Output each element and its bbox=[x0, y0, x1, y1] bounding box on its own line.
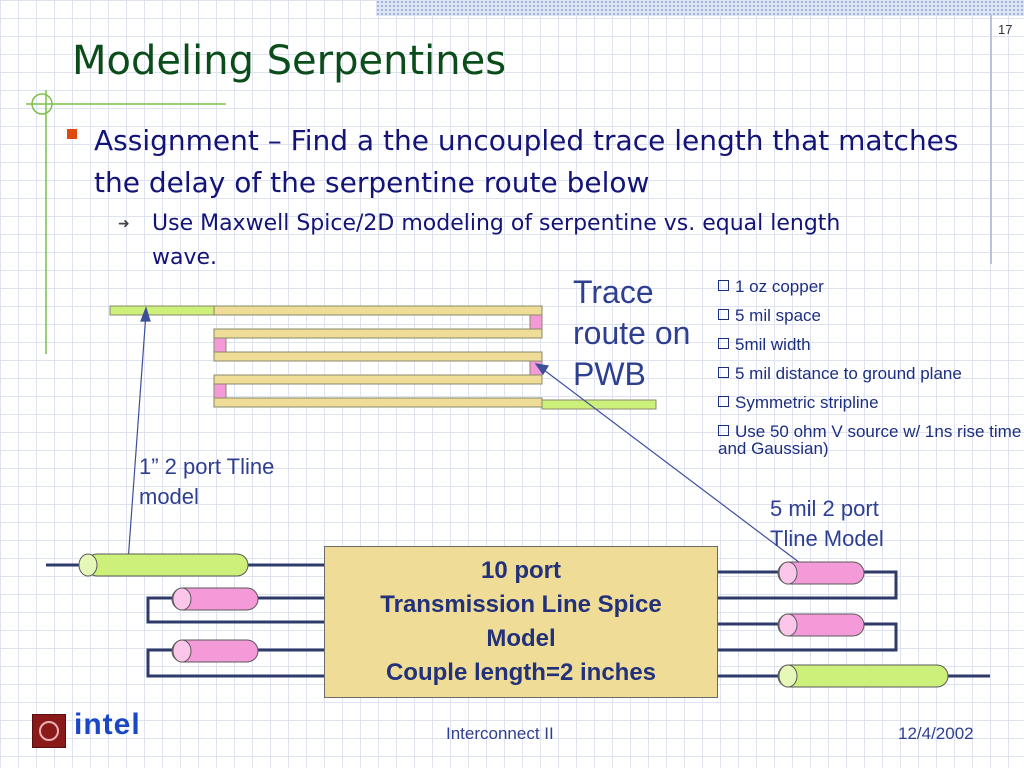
checkbox-icon bbox=[718, 309, 729, 320]
checkbox-icon bbox=[718, 425, 729, 436]
trace-bend-right-1 bbox=[529, 314, 543, 330]
main-bullet-text: Assignment – Find a the uncoupled trace … bbox=[94, 124, 959, 199]
tline-5mil-cylinder-right-1 bbox=[777, 561, 865, 585]
trace-bend-left-1 bbox=[213, 337, 227, 353]
university-seal-logo bbox=[32, 714, 66, 748]
model-box-line: Transmission Line Spice bbox=[380, 591, 662, 618]
square-bullet-icon bbox=[67, 129, 77, 139]
model-box-line: 10 port bbox=[480, 557, 561, 584]
tline-5mil-label: 5 mil 2 port Tline Model bbox=[770, 496, 884, 551]
spec-item: 1 oz copper bbox=[718, 272, 1024, 301]
left-port-wiring bbox=[46, 563, 324, 678]
checkbox-icon bbox=[718, 338, 729, 349]
right-port-wiring bbox=[718, 570, 990, 678]
checkbox-icon bbox=[718, 367, 729, 378]
trace-route-label: Trace route on PWB bbox=[573, 274, 691, 392]
checkbox-icon bbox=[718, 280, 729, 291]
spec-item: 5 mil space bbox=[718, 301, 1024, 330]
tline-5mil-cylinder-left-2 bbox=[171, 639, 259, 663]
trace-bend-left-2 bbox=[213, 383, 227, 399]
spec-item: 5 mil distance to ground plane bbox=[718, 359, 1024, 388]
spec-item: Use 50 ohm V source w/ 1ns rise time (do… bbox=[718, 422, 1024, 457]
right-divider-line bbox=[990, 14, 992, 264]
trace-bend-right-2 bbox=[529, 360, 543, 376]
trace-segment-4 bbox=[213, 374, 543, 385]
slide-title: Modeling Serpentines bbox=[72, 38, 507, 84]
intel-logo: intel bbox=[74, 708, 141, 741]
spec-item: 5mil width bbox=[718, 330, 1024, 359]
top-decorative-band bbox=[376, 0, 1024, 16]
trace-segment-3 bbox=[213, 351, 543, 362]
tline-1inch-cylinder-left bbox=[78, 553, 249, 577]
tline-1inch-cylinder-right bbox=[777, 664, 949, 688]
arrow-bullet-icon: ➜ bbox=[118, 216, 130, 232]
tline-1inch-label: 1” 2 port Tline model bbox=[139, 454, 275, 509]
slide-number: 17 bbox=[998, 22, 1013, 37]
spice-model-box: 10 port Transmission Line Spice Model Co… bbox=[324, 546, 718, 698]
model-box-line: Model bbox=[486, 625, 556, 652]
sub-bullet-text: Use Maxwell Spice/2D modeling of serpent… bbox=[152, 211, 841, 270]
model-box-line: Couple length=2 inches bbox=[385, 659, 657, 686]
trace-lead-out-green bbox=[541, 399, 657, 410]
trace-segment-5 bbox=[213, 397, 543, 408]
tline-5mil-cylinder-left-1 bbox=[171, 587, 259, 611]
trace-segment-1 bbox=[213, 305, 543, 316]
checkbox-icon bbox=[718, 396, 729, 407]
trace-segment-2 bbox=[213, 328, 543, 339]
spec-list: 1 oz copper 5 mil space 5mil width 5 mil… bbox=[718, 272, 1024, 457]
tline-5mil-cylinder-right-2 bbox=[777, 613, 865, 637]
footer-date: 12/4/2002 bbox=[898, 724, 974, 743]
spec-item: Symmetric stripline bbox=[718, 388, 1024, 417]
footer-course-name: Interconnect II bbox=[446, 724, 554, 743]
trace-lead-in-green bbox=[109, 305, 215, 316]
